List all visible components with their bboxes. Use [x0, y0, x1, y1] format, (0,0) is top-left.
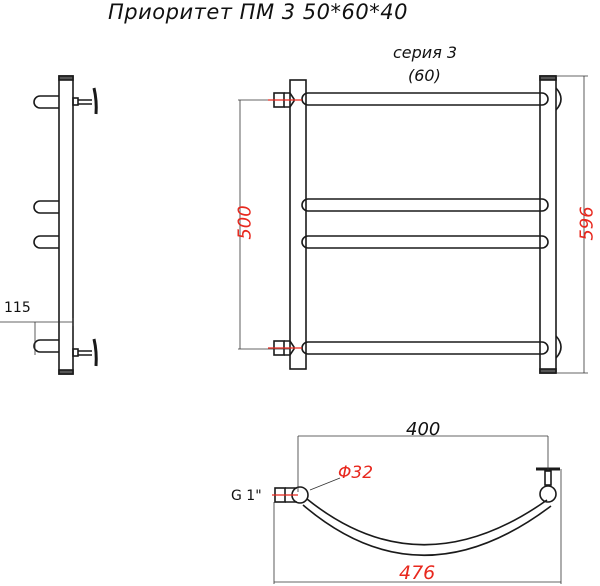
thread-label: G 1" [231, 488, 262, 504]
wall-offset-dimension: 115 [4, 300, 31, 316]
total-height-dimension: 596 [576, 206, 598, 241]
top-center-distance-dimension: 400 [406, 419, 441, 440]
page-title: Приоритет ПМ 3 50*60*40 [108, 0, 408, 24]
total-width-dimension: 476 [399, 562, 436, 584]
center-distance-dimension: 500 [234, 205, 256, 240]
top-view [274, 467, 560, 557]
pipe-diameter-dimension: Φ32 [338, 463, 374, 483]
series-label: серия 3 [393, 43, 458, 62]
series-sub-label: (60) [408, 66, 441, 85]
side-view [33, 75, 98, 375]
front-view [273, 75, 562, 374]
